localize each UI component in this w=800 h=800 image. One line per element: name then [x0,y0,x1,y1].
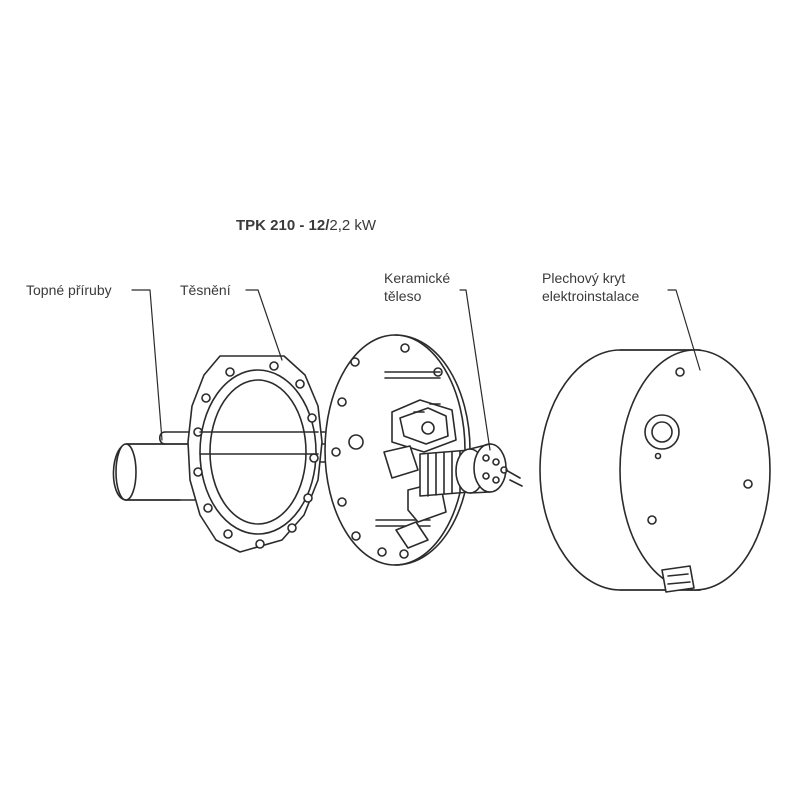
label-gasket: Těsnění [180,281,231,299]
model-code: TPK 210 - 12/ [236,217,330,234]
leader-gasket [245,289,283,361]
label-cover: Plechový kryt elektroinstalace [542,269,639,305]
label-heating-flanges-text: Topné příruby [26,282,112,298]
leader-flanges [131,289,163,441]
diagram-title: TPK 210 - 12/2,2 kW [236,217,376,234]
power-rating: 2,2 kW [329,217,377,234]
leader-ceramic [459,289,491,451]
label-ceramic-line1: Keramické [384,270,451,286]
label-ceramic-body: Keramické těleso [384,269,450,305]
leader-lines [131,289,701,451]
gasket [187,355,323,553]
flange-disc [324,334,471,566]
label-gasket-text: Těsnění [180,282,231,298]
label-ceramic-line2: těleso [384,288,422,304]
leader-cover [667,289,701,371]
cover [539,349,771,593]
label-cover-line1: Plechový kryt [542,270,626,286]
ceramic-body [419,443,523,497]
label-heating-flanges: Topné příruby [26,281,112,299]
label-cover-line2: elektroinstalace [542,288,640,304]
